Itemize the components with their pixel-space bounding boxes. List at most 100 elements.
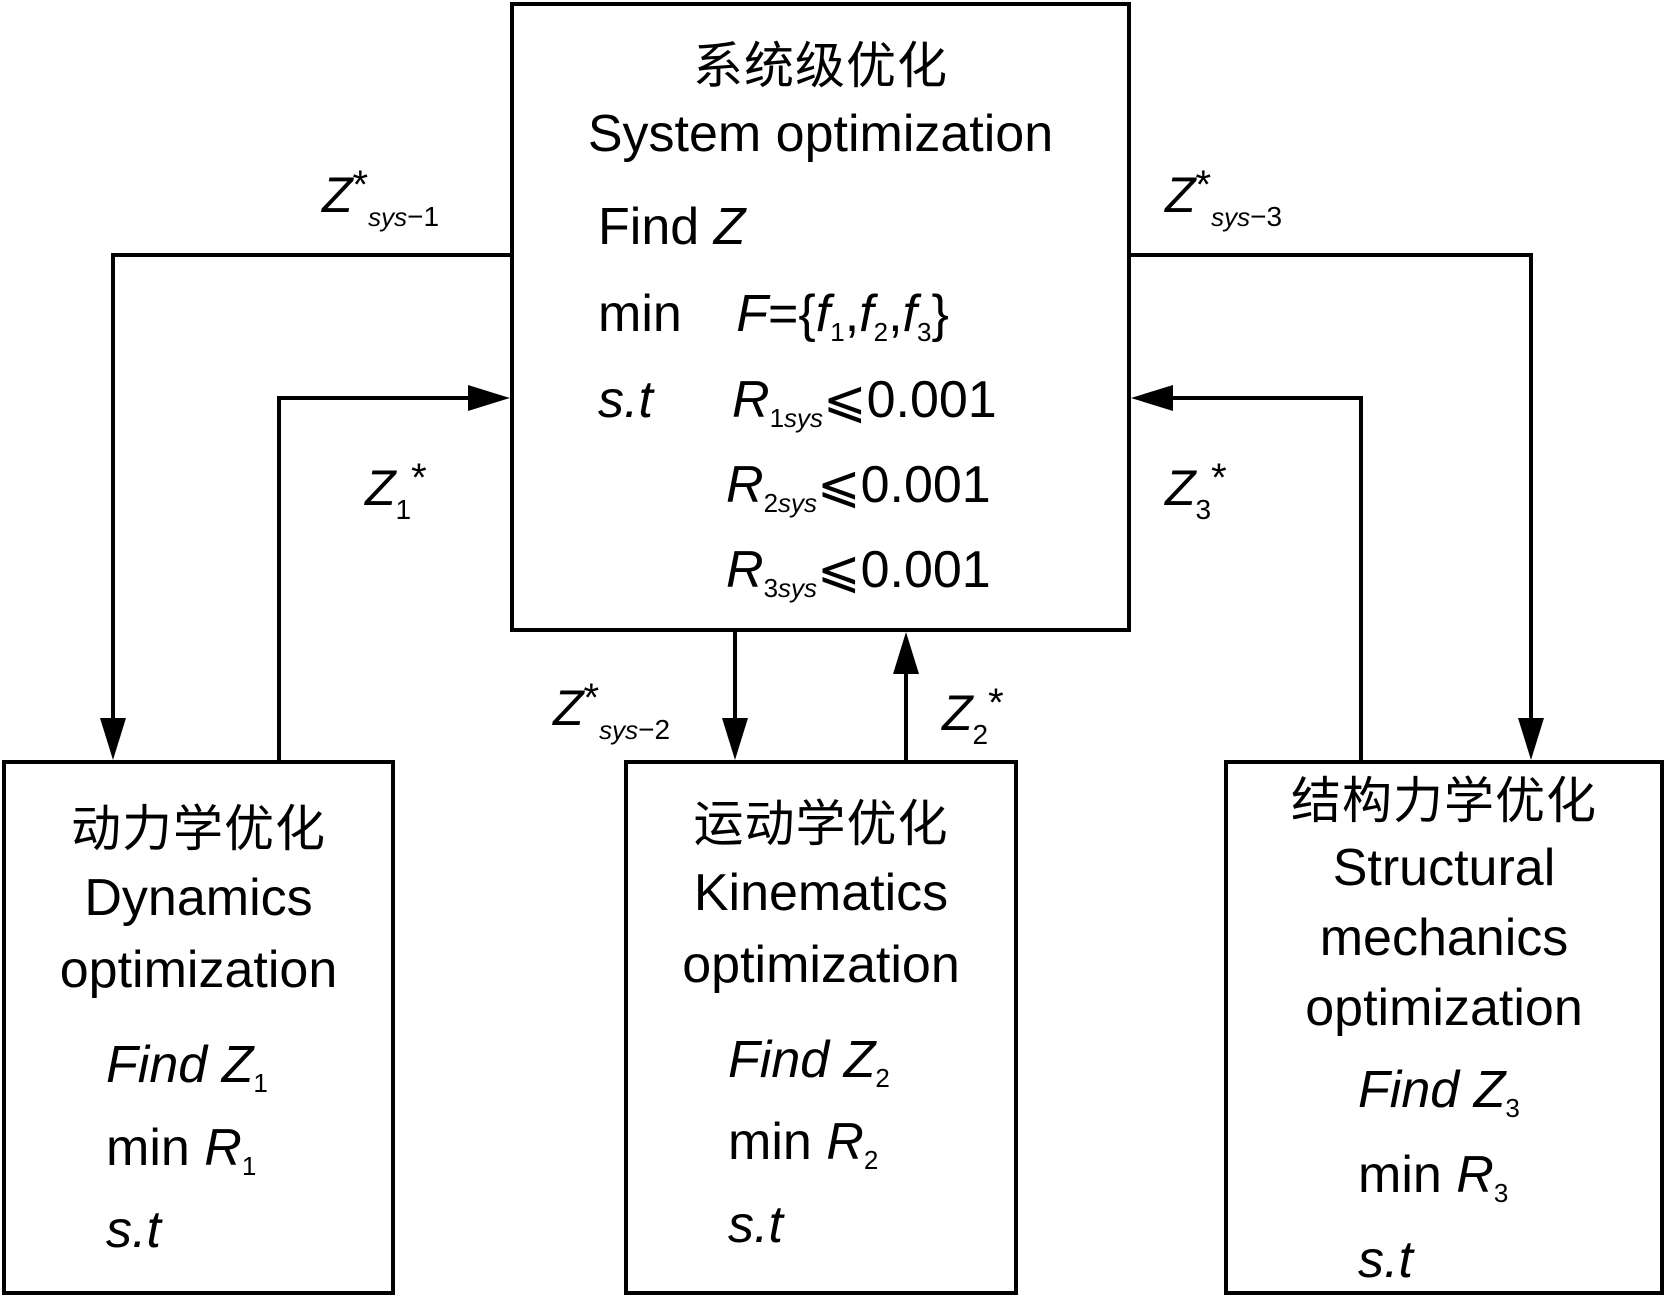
find-variable: Z [713, 198, 746, 256]
min-keyword: min [1358, 1146, 1442, 1204]
label-num: −1 [407, 201, 440, 232]
system-optimization-box: 系统级优化 System optimization Find Z min F={… [510, 2, 1131, 632]
label-star: * [352, 163, 369, 207]
find-keyword: Find [106, 1036, 208, 1094]
objective-f1: f [815, 285, 831, 343]
label-Z: Z [553, 680, 584, 736]
structural-min-row: min R3 [1358, 1149, 1508, 1206]
find-variable: Z [843, 1031, 876, 1089]
kinematics-find-row: Find Z2 [728, 1034, 890, 1091]
kinematics-title-en-line2: optimization [682, 936, 960, 994]
system-find-row: Find Z [598, 201, 745, 253]
system-min-row: min F={f1,f2,f3} [598, 288, 949, 345]
brace-open: { [798, 285, 816, 343]
eq-sign: = [768, 285, 799, 343]
arrow-structural-to-sys [1161, 396, 1363, 760]
comma-1: , [844, 285, 860, 343]
arrowhead-dynamics [100, 718, 126, 760]
objective-f2-index: 2 [873, 317, 889, 347]
label-star: * [411, 456, 427, 500]
label-sys: sys [1211, 202, 1251, 232]
label-z-star-sys-2: Z*sys−2 [553, 678, 670, 744]
structural-title-en-line1: Structural [1332, 839, 1556, 897]
label-Z: Z [942, 685, 973, 741]
objective-F: F [736, 285, 769, 343]
find-variable: Z [221, 1036, 254, 1094]
label-z3-star: Z3* [1165, 458, 1227, 524]
arrowhead-sys-right [1131, 385, 1173, 411]
label-star: * [988, 681, 1004, 725]
label-z-star-sys-1: Z*sys−1 [322, 165, 439, 231]
dynamics-title-en-line2: optimization [59, 941, 338, 999]
constraint-R: R [726, 456, 764, 514]
dynamics-optimization-box: 动力学优化 Dynamics optimization Find Z1 min … [2, 760, 395, 1295]
constraint-row-2: R2sys⩽0.001 [726, 459, 991, 516]
objective-R: R [826, 1113, 864, 1171]
constraint-bound: ⩽0.001 [823, 371, 997, 429]
constraint-index: 1 [769, 403, 785, 433]
find-keyword: Find [1358, 1061, 1460, 1119]
dynamics-find-row: Find Z1 [106, 1039, 268, 1096]
min-keyword: min [106, 1119, 190, 1177]
structural-title-en-line2: mechanics [1319, 909, 1569, 967]
kinematics-min-row: min R2 [728, 1116, 878, 1173]
structural-find-row: Find Z3 [1358, 1064, 1520, 1121]
objective-index: 1 [241, 1151, 257, 1181]
variable-index: 2 [875, 1063, 890, 1093]
dynamics-min-row: min R1 [106, 1122, 256, 1179]
find-variable: Z [1473, 1061, 1506, 1119]
min-keyword: min [728, 1113, 812, 1171]
objective-f3-index: 3 [916, 317, 932, 347]
constraint-R: R [732, 371, 770, 429]
kinematics-title-cn: 运动学优化 [693, 796, 949, 852]
system-title-en: System optimization [587, 105, 1054, 163]
constraint-index: 3 [763, 573, 779, 603]
constraint-row-1: R1sys⩽0.001 [732, 374, 997, 431]
label-z1-star: Z1* [365, 458, 427, 524]
label-z2-star: Z2* [942, 683, 1004, 749]
constraint-bound: ⩽0.001 [817, 456, 991, 514]
kinematics-optimization-box: 运动学优化 Kinematics optimization Find Z2 mi… [624, 760, 1018, 1295]
structural-mechanics-optimization-box: 结构力学优化 Structural mechanics optimization… [1224, 760, 1664, 1295]
label-Z: Z [365, 460, 396, 516]
variable-index: 3 [1505, 1093, 1520, 1123]
structural-title-en-line3: optimization [1305, 979, 1583, 1037]
dynamics-st-label: s.t [106, 1201, 161, 1259]
constraint-sys: sys [778, 488, 818, 518]
arrow-dynamics-to-sys [277, 396, 480, 760]
label-index: 1 [395, 494, 412, 525]
objective-index: 3 [1493, 1178, 1509, 1208]
constraint-sys: sys [778, 573, 818, 603]
label-num: −3 [1250, 201, 1283, 232]
label-star: * [1211, 456, 1227, 500]
label-index: 2 [972, 719, 989, 750]
arrow-sys-to-dynamics [111, 253, 510, 735]
structural-st-label: s.t [1358, 1231, 1413, 1289]
comma-2: , [888, 285, 903, 343]
objective-index: 2 [863, 1145, 879, 1175]
label-index: 3 [1195, 494, 1212, 525]
system-title-cn: 系统级优化 [693, 38, 948, 94]
kinematics-st-label: s.t [728, 1196, 783, 1254]
arrowhead-sys-bottom [893, 632, 919, 674]
variable-index: 1 [253, 1068, 268, 1098]
structural-title-cn: 结构力学优化 [1291, 773, 1597, 829]
label-star: * [1195, 163, 1212, 207]
constraint-index: 2 [763, 488, 779, 518]
constraint-sys: sys [784, 403, 824, 433]
arrow-sys-to-structural [1131, 253, 1533, 735]
label-star: * [583, 676, 600, 720]
min-keyword: min [598, 285, 682, 343]
objective-f2: f [859, 285, 874, 343]
constraint-row-3: R3sys⩽0.001 [726, 544, 991, 601]
arrowhead-sys-left [468, 385, 510, 411]
arrowhead-kinematics [722, 718, 748, 760]
dynamics-title-cn: 动力学优化 [71, 801, 326, 857]
label-sys: sys [368, 202, 408, 232]
label-Z: Z [322, 167, 353, 223]
kinematics-title-en-line1: Kinematics [693, 864, 949, 922]
label-sys: sys [599, 715, 639, 745]
objective-f1-index: 1 [830, 317, 845, 347]
constraint-R: R [726, 541, 764, 599]
